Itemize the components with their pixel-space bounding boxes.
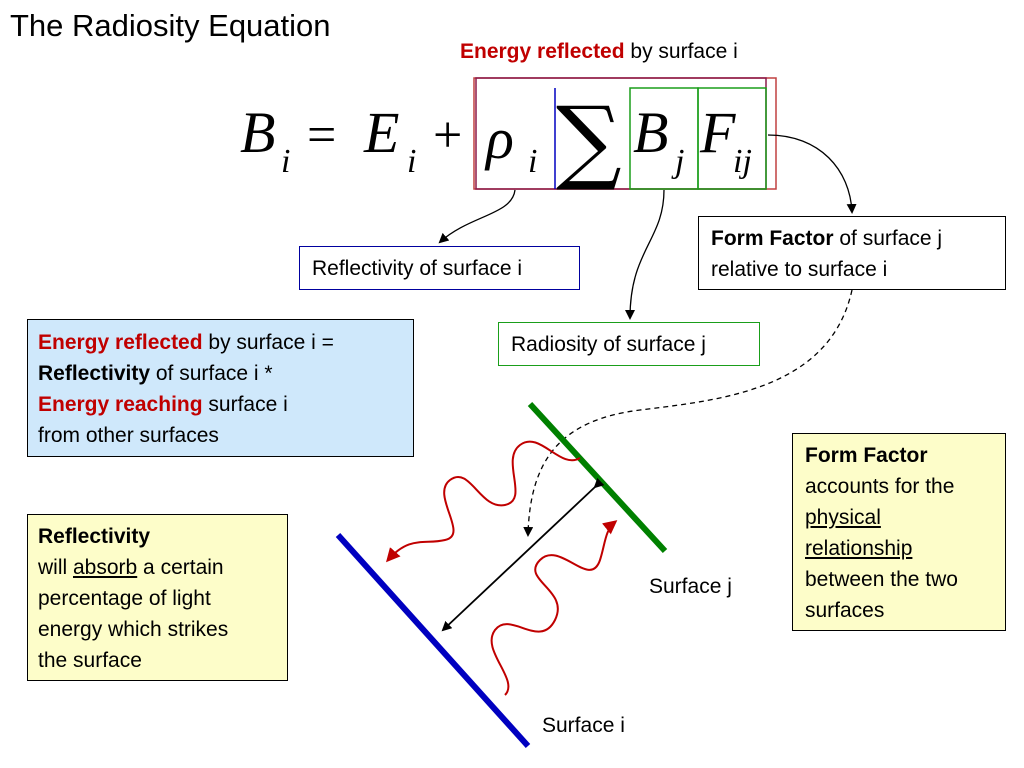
form-factor-note-l2: accounts for the xyxy=(805,475,955,498)
form-factor-bracket xyxy=(697,87,767,190)
eq-sub-ij: ij xyxy=(733,143,752,180)
eq-F: F xyxy=(699,100,736,165)
surface-i-line xyxy=(335,532,531,749)
reflectivity-note-heading: Reflectivity xyxy=(38,525,151,548)
radiosity-arrow xyxy=(625,189,665,320)
eq-Bj: B xyxy=(633,100,668,165)
eq-sub-j: j xyxy=(671,143,684,180)
eq-plus: + xyxy=(433,107,462,164)
energy-reflected-caption: Energy reflected by surface i xyxy=(460,40,738,64)
note-energy-l4: from other surfaces xyxy=(38,424,219,447)
form-factor-note: Form Factor accounts for the physical re… xyxy=(792,433,1006,631)
surface-i-label: Surface i xyxy=(542,714,625,737)
form-factor-dashed-arrow xyxy=(523,289,853,537)
light-wave-reflected xyxy=(386,440,581,563)
radiosity-label: Radiosity of surface j xyxy=(511,333,706,356)
eq-sub-i-2: i xyxy=(407,143,416,180)
note-reflectivity-bold: Reflectivity xyxy=(38,362,151,385)
energy-reflected-note: Energy reflected by surface i = Reflecti… xyxy=(27,319,414,457)
light-wave-incoming xyxy=(490,520,618,696)
surface-j-line xyxy=(527,401,668,554)
energy-reflected-rest: by surface i xyxy=(624,40,738,63)
reflectivity-note-l2-post: a certain xyxy=(137,556,224,579)
reflectivity-note-l3: percentage of light xyxy=(38,587,211,610)
radiosity-label-box: Radiosity of surface j xyxy=(498,322,760,366)
eq-equals: = xyxy=(307,107,336,164)
note-energy-l3-rest: surface i xyxy=(202,393,288,416)
eq-E: E xyxy=(363,100,399,165)
reflectivity-note: Reflectivity will absorb a certain perce… xyxy=(27,514,288,681)
form-factor-label-line2: relative to surface i xyxy=(711,258,888,281)
eq-B: B xyxy=(240,100,275,165)
reflectivity-note-l5: the surface xyxy=(38,649,142,672)
eq-sub-i-3: i xyxy=(528,143,537,180)
surface-distance-arrow xyxy=(441,477,605,632)
form-factor-label-rest: of surface j xyxy=(833,227,943,250)
reflectivity-arrow xyxy=(438,189,516,244)
note-energy-l2-rest: of surface i * xyxy=(150,362,273,385)
reflectivity-note-l2-pre: will xyxy=(38,556,73,579)
note-energy-l1-rest: by surface i = xyxy=(202,331,334,354)
form-factor-note-l5: between the two xyxy=(805,568,958,591)
energy-reflected-emph: Energy reflected xyxy=(460,40,625,63)
form-factor-label-bold: Form Factor xyxy=(711,227,834,250)
form-factor-note-heading: Form Factor xyxy=(805,444,928,467)
note-energy-reaching-emph: Energy reaching xyxy=(38,393,203,416)
eq-sigma: ∑ xyxy=(556,87,622,194)
surface-j-label: Surface j xyxy=(649,575,732,598)
form-factor-note-l3: physical xyxy=(805,506,881,529)
note-energy-reflected-emph: Energy reflected xyxy=(38,331,203,354)
form-factor-label-box: Form Factor of surface j relative to sur… xyxy=(698,216,1006,290)
reflectivity-note-l4: energy which strikes xyxy=(38,618,229,641)
reflectivity-note-absorb: absorb xyxy=(73,556,138,579)
eq-rho: ρ xyxy=(484,106,514,171)
page-title: The Radiosity Equation xyxy=(10,8,331,43)
form-factor-arrow xyxy=(767,134,857,214)
eq-sub-i: i xyxy=(281,143,290,180)
reflectivity-label: Reflectivity of surface i xyxy=(312,257,523,280)
reflectivity-label-box: Reflectivity of surface i xyxy=(299,246,580,290)
form-factor-note-l4: relationship xyxy=(805,537,913,560)
form-factor-note-l6: surfaces xyxy=(805,599,885,622)
